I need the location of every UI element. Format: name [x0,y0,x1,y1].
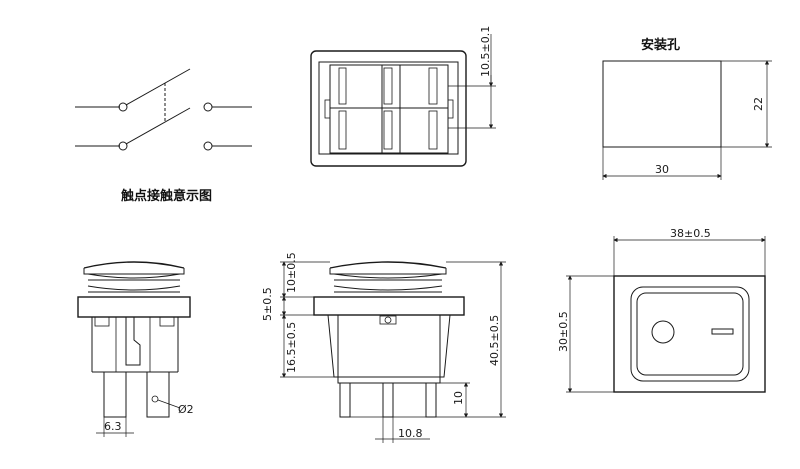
terminal-length-dim: 10 [452,391,465,405]
face-view [566,236,766,393]
body-height-dim: 16.5±0.5 [285,322,298,373]
mounting-hole [602,60,772,180]
top-height-dim: 10.5±0.1 [479,26,492,77]
hole-diameter-dim: Ø2 [178,403,194,416]
hole-height-dim: 22 [752,97,765,111]
front-width-dim: 38±0.5 [670,227,711,240]
power-symbol-circle-icon [651,320,675,344]
bezel-height-dim: 5±0.5 [261,287,274,321]
top-view [310,50,467,167]
front-view [280,261,506,443]
power-symbol-line-icon [711,328,734,335]
total-height-dim: 40.5±0.5 [488,315,501,366]
terminal-pitch-dim: 10.8 [398,427,423,440]
cap-height-dim: 10±0.5 [285,252,298,293]
top-view-dimension [448,34,496,129]
hole-width-dim: 30 [655,163,669,176]
mounting-hole-label: 安装孔 [641,37,680,53]
terminal-width-dim: 6.3 [104,420,122,433]
contact-schematic [75,68,252,151]
contact-diagram-label: 触点接触意示图 [120,188,212,204]
side-view [77,261,191,437]
front-height-dim: 30±0.5 [557,311,570,352]
